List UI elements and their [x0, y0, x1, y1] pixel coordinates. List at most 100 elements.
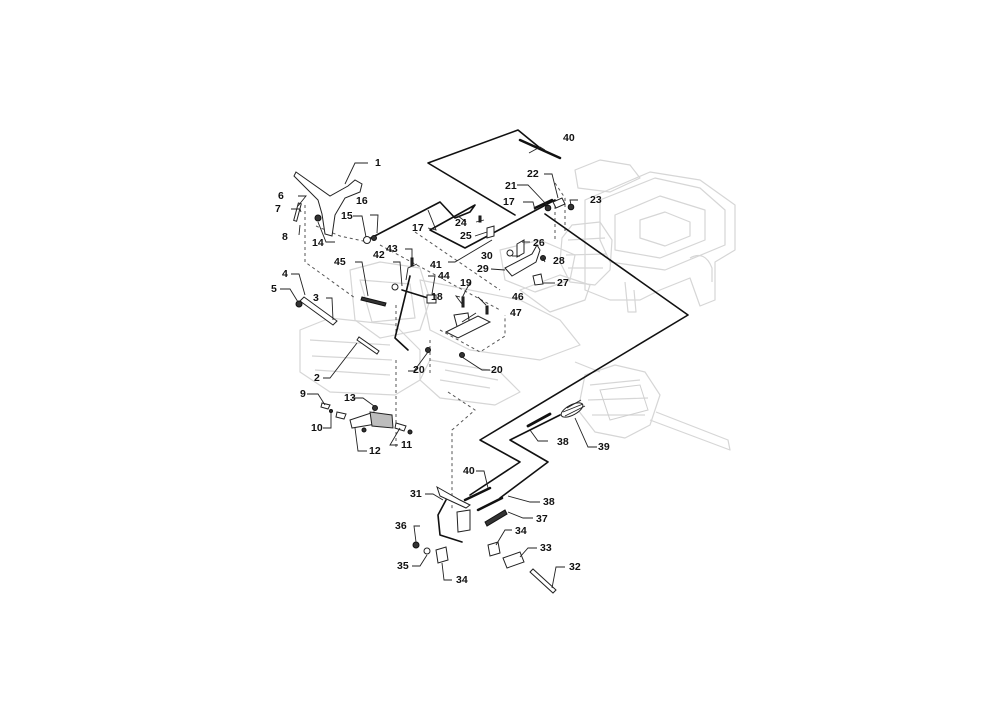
washer-35 [423, 547, 431, 555]
callout-7: 7 [275, 203, 281, 215]
knob-30 [506, 249, 514, 257]
pivot-15 [363, 236, 371, 244]
leader-lines [280, 146, 597, 589]
callout-24: 24 [455, 217, 467, 229]
spring-37 [484, 509, 508, 527]
callout-32: 32 [569, 561, 581, 573]
callout-17a: 17 [412, 222, 424, 234]
screw-43 [410, 257, 414, 267]
plate-47 [444, 315, 492, 339]
callout-20a: 20 [413, 364, 425, 376]
callout-13: 13 [344, 392, 356, 404]
callout-43: 43 [386, 243, 398, 255]
callout-42: 42 [373, 249, 385, 261]
callout-22: 22 [527, 168, 539, 180]
callout-31: 31 [410, 488, 422, 500]
nut-36 [412, 541, 420, 549]
knob-44 [426, 294, 437, 304]
callout-15: 15 [341, 210, 353, 222]
pin-7 [293, 202, 302, 222]
callout-9: 9 [300, 388, 306, 400]
pedal-31-bracket [456, 509, 471, 533]
nut-16 [371, 235, 377, 241]
callout-17b: 17 [503, 196, 515, 208]
callout-36: 36 [395, 520, 407, 532]
clip-10 [329, 409, 333, 413]
spring-45 [360, 296, 387, 307]
callout-35: 35 [397, 560, 409, 572]
parts [293, 171, 586, 594]
pedal-31 [436, 485, 471, 509]
screw-24 [478, 215, 482, 223]
callout-26: 26 [533, 237, 545, 249]
nut-5 [295, 300, 303, 308]
bushing-34b [435, 546, 449, 564]
bolt-46 [485, 305, 489, 315]
callout-47: 47 [510, 307, 522, 319]
callout-6: 6 [278, 190, 284, 202]
rod-3 [299, 296, 338, 326]
callout-40b: 40 [463, 465, 475, 477]
chassis-background [299, 159, 736, 451]
clamp-27 [532, 273, 544, 286]
callout-46: 46 [512, 291, 524, 303]
callout-40a: 40 [563, 132, 575, 144]
nut-14 [314, 214, 322, 222]
pedal-grip-12 [369, 411, 394, 429]
pivot-42 [391, 283, 399, 291]
bolt-19 [461, 296, 465, 308]
callout-38a: 38 [557, 436, 569, 448]
callout-23: 23 [590, 194, 602, 206]
bushing-34a [487, 541, 501, 557]
spring-39 [560, 402, 584, 418]
washer-20b [459, 352, 465, 358]
pedal-31-shaft [437, 499, 463, 543]
pin-9 [320, 402, 331, 410]
callout-33: 33 [540, 542, 552, 554]
callout-34a: 34 [515, 525, 527, 537]
callout-30: 30 [481, 250, 493, 262]
rod-41 [394, 275, 411, 351]
callout-16: 16 [356, 195, 368, 207]
callout-44: 44 [438, 270, 450, 282]
pin-11 [394, 422, 407, 432]
callout-25: 25 [460, 230, 472, 242]
callout-3: 3 [313, 292, 319, 304]
callout-28: 28 [553, 255, 565, 267]
sleeve-33 [502, 551, 525, 569]
nut-13 [372, 405, 378, 411]
rod-2 [356, 336, 380, 355]
pedal-lever [293, 171, 363, 237]
callout-10: 10 [311, 422, 323, 434]
callout-21: 21 [505, 180, 517, 192]
clevis-22 [552, 197, 566, 209]
nut-13b [361, 427, 367, 433]
bolt-32 [529, 568, 557, 594]
callout-41: 41 [430, 259, 442, 271]
cable-38 [499, 414, 561, 499]
drive-cable-40 [427, 129, 689, 496]
rod-41-arm [401, 289, 429, 299]
callout-4: 4 [282, 268, 288, 280]
callout-29: 29 [477, 263, 489, 275]
callout-12: 12 [369, 445, 381, 457]
bushing [335, 411, 347, 420]
callout-38b: 38 [543, 496, 555, 508]
clip-25 [486, 225, 495, 239]
callout-5: 5 [271, 283, 277, 295]
callout-39: 39 [598, 441, 610, 453]
callout-14: 14 [312, 237, 324, 249]
callout-19: 19 [460, 277, 472, 289]
callout-8: 8 [282, 231, 288, 243]
washer-20a [425, 347, 431, 353]
bracket-29 [504, 244, 541, 277]
cables [366, 129, 689, 512]
plate-26 [516, 239, 525, 258]
callout-45: 45 [334, 256, 346, 268]
control-cable-17 [366, 199, 556, 249]
callout-1: 1 [375, 157, 381, 169]
nut-21 [544, 204, 552, 212]
callout-18: 18 [431, 291, 443, 303]
callout-11: 11 [401, 439, 412, 451]
